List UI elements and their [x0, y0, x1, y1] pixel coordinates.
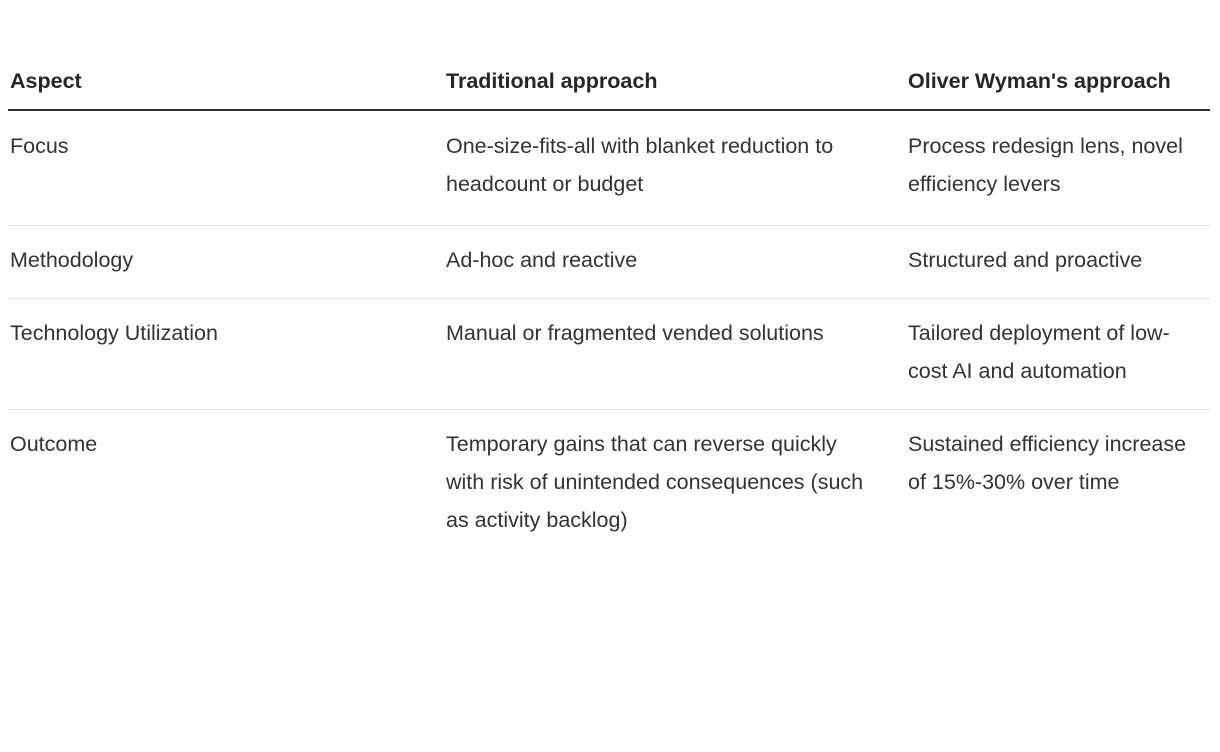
table-row: Outcome Temporary gains that can reverse… — [8, 410, 1210, 550]
table-row: Focus One-size-fits-all with blanket red… — [8, 110, 1210, 226]
cell-oliver-wyman: Structured and proactive — [891, 225, 1210, 299]
table-header: Aspect Traditional approach Oliver Wyman… — [8, 0, 1210, 111]
column-header-aspect: Aspect — [8, 0, 427, 111]
table-body: Focus One-size-fits-all with blanket red… — [8, 110, 1210, 549]
column-header-traditional: Traditional approach — [427, 0, 891, 111]
cell-traditional: Temporary gains that can reverse quickly… — [446, 432, 864, 532]
column-header-oliver-wyman: Oliver Wyman's approach — [891, 0, 1210, 111]
cell-aspect: Focus — [8, 110, 427, 226]
cell-aspect: Methodology — [8, 225, 427, 299]
cell-traditional: Manual or fragmented vended solutions — [427, 298, 891, 410]
table-row: Technology Utilization Manual or fragmen… — [8, 298, 1210, 410]
comparison-table: Aspect Traditional approach Oliver Wyman… — [8, 0, 1210, 549]
cell-traditional: One-size-fits-all with blanket reduction… — [427, 110, 891, 226]
cell-traditional: Ad-hoc and reactive — [427, 225, 891, 299]
cell-aspect: Outcome — [10, 432, 98, 456]
table-header-row: Aspect Traditional approach Oliver Wyman… — [8, 0, 1210, 111]
cell-oliver-wyman: Tailored deployment of low-cost AI and a… — [891, 298, 1210, 410]
cell-oliver-wyman: Sustained efficiency increase of 15%-30%… — [908, 432, 1187, 494]
cell-oliver-wyman: Process redesign lens, novel efficiency … — [891, 110, 1210, 226]
cell-aspect: Technology Utilization — [8, 298, 427, 410]
table-row: Methodology Ad-hoc and reactive Structur… — [8, 225, 1210, 299]
